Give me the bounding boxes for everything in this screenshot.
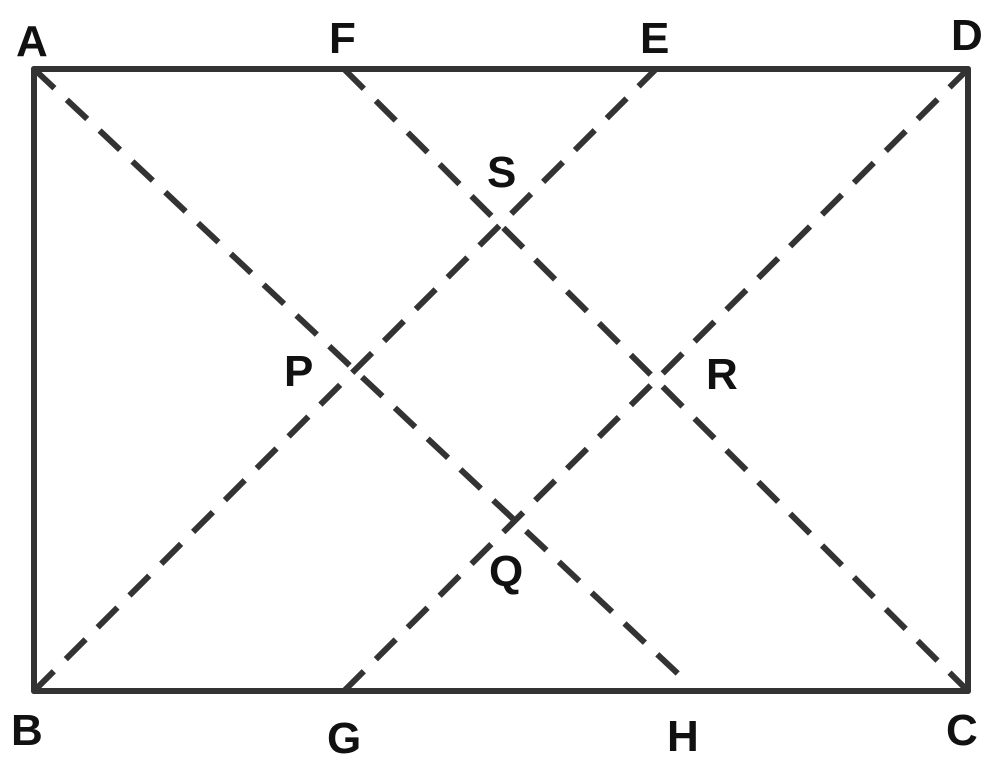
label-a: A [16,17,48,66]
label-e: E [640,14,669,63]
dashed-line-ah [31,66,693,688]
label-f: F [329,14,356,63]
dashed-line-be [31,66,659,694]
label-c: C [946,706,978,755]
label-d: D [951,11,983,60]
dashed-line-fc [341,66,971,694]
label-p: P [284,347,313,396]
label-q: Q [489,547,523,596]
label-g: G [327,714,361,763]
label-r: R [706,350,738,399]
label-h: H [667,712,699,761]
label-s: S [487,148,516,197]
dashed-line-gd [341,66,971,694]
label-b: B [11,706,43,755]
